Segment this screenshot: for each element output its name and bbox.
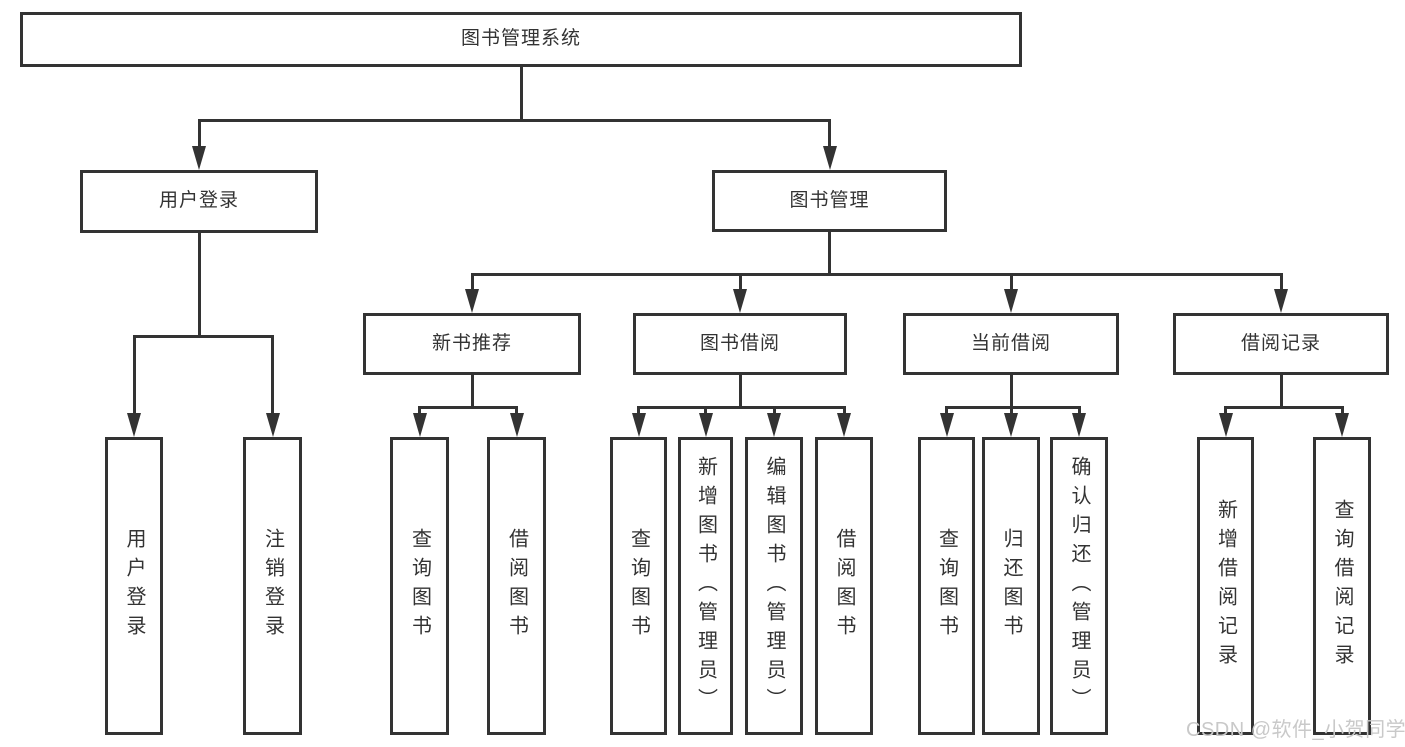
connector-drop bbox=[704, 406, 707, 415]
node-label-book-borrow: 图书借阅 bbox=[699, 332, 780, 354]
connector-bus bbox=[1224, 406, 1344, 409]
node-current-borrow: 当前借阅 bbox=[903, 313, 1119, 375]
connector-drop bbox=[271, 335, 274, 415]
connector-stem bbox=[470, 375, 474, 406]
connector-bus bbox=[418, 406, 518, 409]
connector-drop bbox=[1077, 406, 1081, 415]
node-root: 图书管理系统 bbox=[20, 12, 1022, 67]
connector-stem bbox=[197, 233, 201, 335]
node-label-query-books-newrec: 查询图书 bbox=[408, 528, 431, 644]
node-borrow-books-newrec: 借阅图书 bbox=[487, 437, 546, 735]
connector-drop bbox=[515, 406, 518, 415]
connector-drop bbox=[132, 335, 136, 415]
connector-stem bbox=[1009, 375, 1013, 406]
connector-drop bbox=[418, 406, 421, 415]
node-label-borrow-books-newrec: 借阅图书 bbox=[505, 528, 528, 644]
arrow-down-icon bbox=[733, 289, 747, 313]
connector-drop bbox=[1279, 273, 1283, 291]
arrow-down-icon bbox=[412, 413, 427, 437]
connector-drop bbox=[1009, 273, 1013, 291]
connector-bus bbox=[637, 406, 846, 409]
csdn-watermark: CSDN @软件_小贺同学 bbox=[1186, 719, 1405, 741]
connector-drop bbox=[842, 406, 846, 415]
node-borrow-records: 借阅记录 bbox=[1173, 313, 1389, 375]
connector-drop bbox=[1009, 406, 1013, 415]
arrow-down-icon bbox=[465, 289, 479, 313]
node-label-add-books-admin: 新增图书（管理员） bbox=[694, 455, 717, 717]
connector-stem bbox=[519, 67, 523, 119]
connector-drop bbox=[738, 273, 742, 291]
node-query-borrow-record: 查询借阅记录 bbox=[1313, 437, 1371, 735]
arrow-down-icon bbox=[1072, 413, 1086, 437]
node-borrow-books: 借阅图书 bbox=[815, 437, 873, 735]
node-label-query-books-current: 查询图书 bbox=[935, 528, 958, 644]
arrow-down-icon bbox=[822, 146, 837, 170]
connector-drop bbox=[1340, 406, 1344, 415]
arrow-down-icon bbox=[698, 413, 713, 437]
arrow-down-icon bbox=[127, 413, 141, 437]
connector-drop bbox=[828, 119, 831, 148]
node-label-query-borrow-record: 查询借阅记录 bbox=[1331, 499, 1353, 673]
arrow-down-icon bbox=[192, 146, 206, 170]
connector-bus bbox=[197, 119, 831, 122]
connector-drop bbox=[197, 119, 201, 148]
node-label-borrow-records: 借阅记录 bbox=[1240, 332, 1321, 354]
connector-drop bbox=[470, 273, 474, 291]
arrow-down-icon bbox=[1335, 413, 1349, 437]
node-book-mgmt: 图书管理 bbox=[712, 170, 947, 232]
arrow-down-icon bbox=[939, 413, 954, 437]
node-label-root: 图书管理系统 bbox=[460, 28, 581, 50]
node-label-current-borrow: 当前借阅 bbox=[970, 332, 1051, 354]
node-label-new-book-rec: 新书推荐 bbox=[431, 332, 512, 354]
node-logout-leaf: 注销登录 bbox=[243, 437, 302, 735]
node-label-logout-leaf: 注销登录 bbox=[261, 528, 284, 644]
node-label-query-books-borrow: 查询图书 bbox=[627, 528, 650, 644]
connector-stem bbox=[828, 232, 831, 273]
node-edit-books-admin: 编辑图书（管理员） bbox=[745, 437, 803, 735]
node-label-confirm-return-admin: 确认归还（管理员） bbox=[1068, 455, 1090, 717]
node-return-books: 归还图书 bbox=[982, 437, 1040, 735]
connector-bus bbox=[132, 335, 274, 338]
node-query-books-current: 查询图书 bbox=[918, 437, 975, 735]
node-book-borrow: 图书借阅 bbox=[633, 313, 847, 375]
connector-drop bbox=[772, 406, 776, 415]
connector-drop bbox=[637, 406, 640, 415]
node-label-return-books: 归还图书 bbox=[1000, 528, 1022, 644]
node-label-user-login-leaf: 用户登录 bbox=[123, 528, 145, 644]
node-add-books-admin: 新增图书（管理员） bbox=[678, 437, 733, 735]
connector-bus bbox=[945, 406, 1081, 409]
node-user-login-leaf: 用户登录 bbox=[105, 437, 163, 735]
arrow-down-icon bbox=[631, 413, 646, 437]
node-label-edit-books-admin: 编辑图书（管理员） bbox=[763, 455, 785, 717]
node-new-book-rec: 新书推荐 bbox=[363, 313, 581, 375]
connector-bus bbox=[470, 273, 1283, 276]
node-label-borrow-books: 借阅图书 bbox=[833, 528, 855, 644]
arrow-down-icon bbox=[265, 413, 280, 437]
connector-drop bbox=[945, 406, 948, 415]
arrow-down-icon bbox=[1004, 289, 1018, 313]
node-confirm-return-admin: 确认归还（管理员） bbox=[1050, 437, 1108, 735]
connector-stem bbox=[738, 375, 742, 406]
node-query-books-borrow: 查询图书 bbox=[610, 437, 667, 735]
connector-drop bbox=[1224, 406, 1227, 415]
node-label-add-borrow-record: 新增借阅记录 bbox=[1214, 499, 1237, 673]
node-user-login: 用户登录 bbox=[80, 170, 318, 233]
node-add-borrow-record: 新增借阅记录 bbox=[1197, 437, 1254, 735]
node-label-book-mgmt: 图书管理 bbox=[789, 189, 870, 211]
arrow-down-icon bbox=[837, 413, 851, 437]
node-label-user-login: 用户登录 bbox=[158, 190, 239, 212]
connector-stem bbox=[1279, 375, 1283, 406]
arrow-down-icon bbox=[509, 413, 524, 437]
arrow-down-icon bbox=[767, 413, 781, 437]
arrow-down-icon bbox=[1218, 413, 1233, 437]
arrow-down-icon bbox=[1274, 289, 1288, 313]
node-query-books-newrec: 查询图书 bbox=[390, 437, 449, 735]
arrow-down-icon bbox=[1004, 413, 1018, 437]
